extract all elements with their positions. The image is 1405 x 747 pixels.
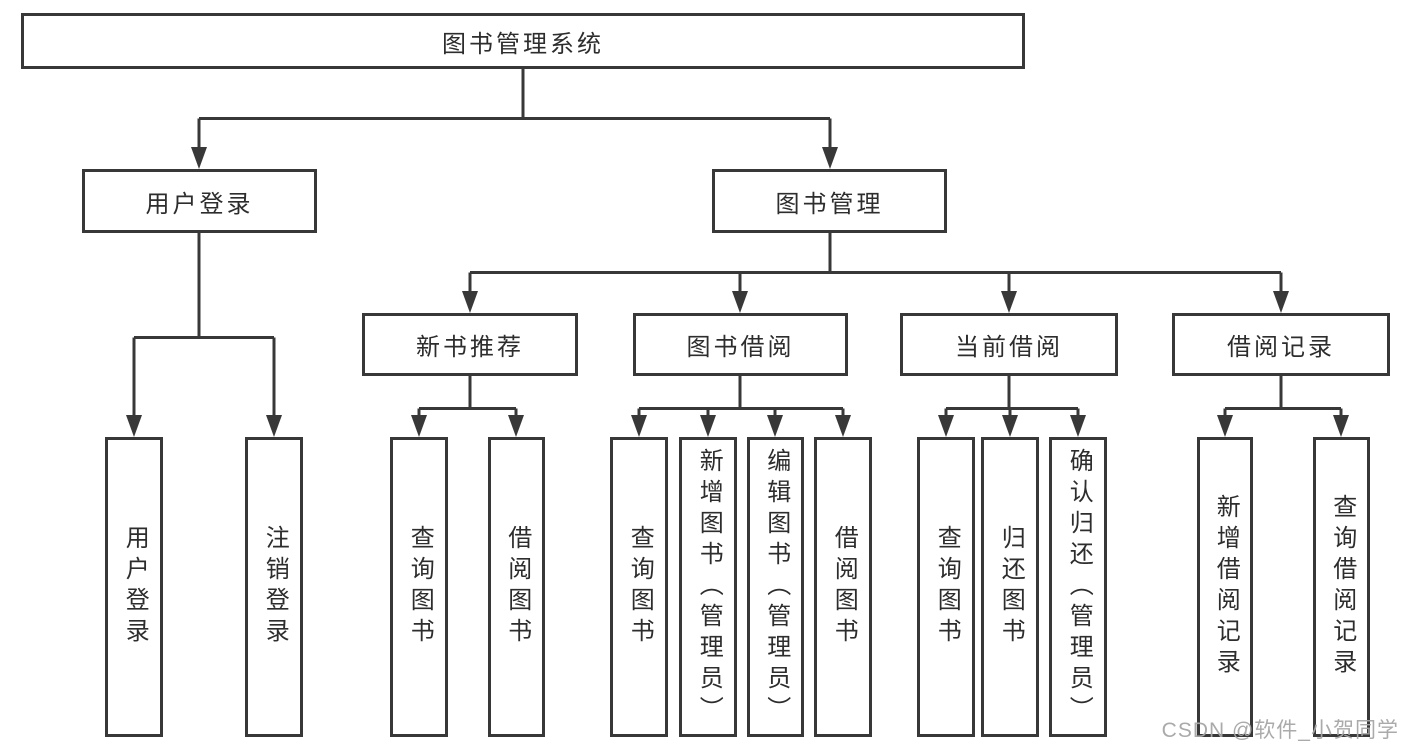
leaf-query-borrow-record: 查询借阅记录	[1313, 437, 1370, 737]
node-label: 图书借阅	[686, 334, 795, 361]
node-borrow-records: 借阅记录	[1172, 313, 1390, 376]
node-new-book-recommend: 新书推荐	[362, 313, 578, 376]
leaf-borrow-book: 借阅图书	[814, 437, 872, 737]
leaf-label: 查询图书	[626, 525, 654, 649]
leaf-label: 用户登录	[121, 525, 149, 649]
leaf-label: 编辑图书（管理员）	[762, 447, 790, 727]
leaf-query-book-recommend: 查询图书	[390, 437, 448, 737]
node-label: 用户登录	[145, 190, 254, 218]
leaf-user-login: 用户登录	[105, 437, 163, 737]
leaf-label: 新增借阅记录	[1212, 494, 1240, 680]
node-book-borrow: 图书借阅	[633, 313, 848, 376]
leaf-query-book-current: 查询图书	[917, 437, 975, 737]
leaf-add-borrow-record: 新增借阅记录	[1197, 437, 1253, 737]
leaf-label: 查询借阅记录	[1328, 494, 1356, 680]
leaf-logout: 注销登录	[245, 437, 303, 737]
leaf-label: 借阅图书	[503, 525, 531, 649]
leaf-add-book-admin: 新增图书（管理员）	[679, 437, 737, 737]
node-label: 图书管理	[775, 190, 884, 218]
leaf-query-book-borrow: 查询图书	[610, 437, 668, 737]
node-current-borrow: 当前借阅	[900, 313, 1118, 376]
csdn-watermark: CSDN @软件_小贺同学	[1161, 719, 1399, 742]
leaf-edit-book-admin: 编辑图书（管理员）	[747, 437, 804, 737]
node-label: 借阅记录	[1227, 334, 1335, 361]
node-book-management: 图书管理	[712, 169, 947, 233]
leaf-label: 借阅图书	[830, 525, 858, 649]
leaf-label: 查询图书	[933, 525, 961, 649]
node-label: 当前借阅	[955, 334, 1063, 361]
leaf-label: 归还图书	[997, 525, 1025, 649]
leaf-label: 新增图书（管理员）	[695, 447, 723, 727]
node-user-login: 用户登录	[82, 169, 317, 233]
leaf-borrow-book-recommend: 借阅图书	[488, 437, 545, 737]
leaf-return-book: 归还图书	[981, 437, 1039, 737]
leaf-label: 查询图书	[406, 525, 434, 649]
leaf-label: 注销登录	[261, 525, 289, 649]
leaf-confirm-return-admin: 确认归还（管理员）	[1049, 437, 1107, 737]
node-label: 新书推荐	[416, 334, 524, 361]
node-root-system: 图书管理系统	[21, 13, 1025, 69]
node-label: 图书管理系统	[442, 30, 604, 58]
leaf-label: 确认归还（管理员）	[1065, 447, 1093, 727]
